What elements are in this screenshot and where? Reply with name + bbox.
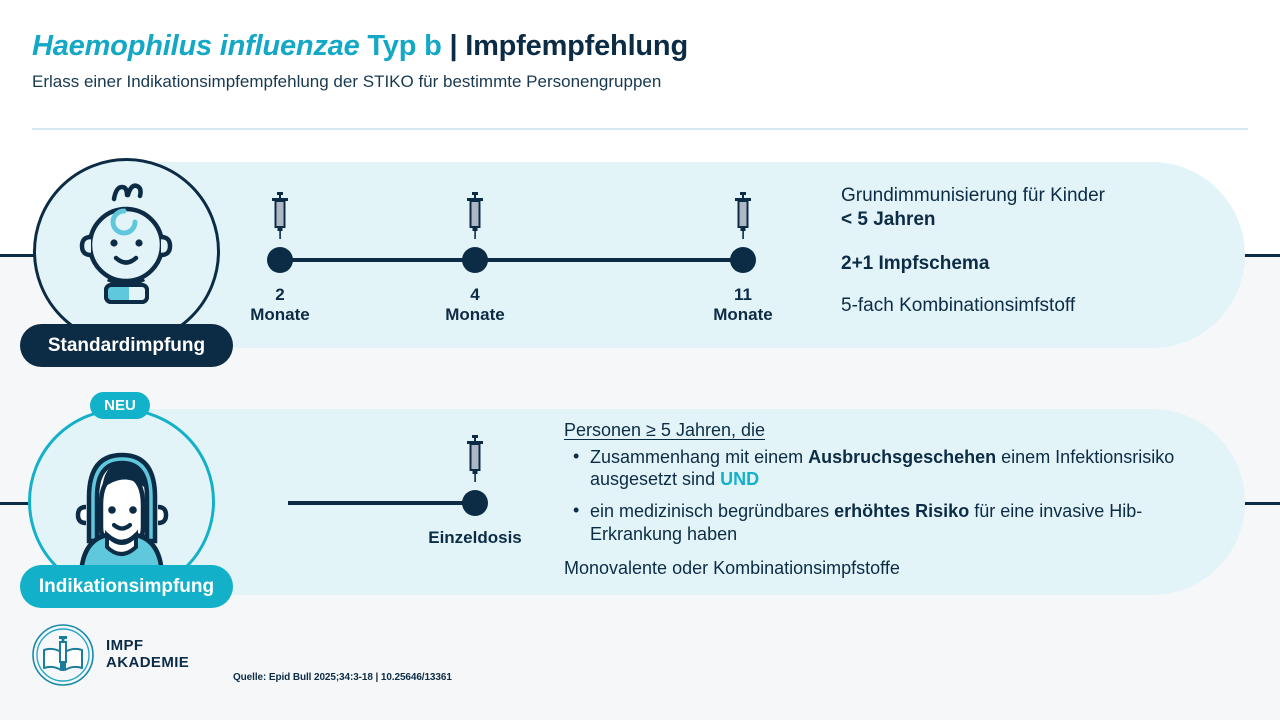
page-title: Haemophilus influenzae Typ b | Impfempfe… [32, 30, 1248, 63]
standard-text-plain: Grundimmunisierung für Kinder [841, 185, 1106, 206]
indikation-timeline-line [288, 501, 475, 505]
indikation-bullet-list: • Zusammenhang mit einem Ausbruchsgescheh… [564, 446, 1224, 546]
impf-akademie-book-syringe-icon [32, 624, 94, 686]
timeline-dot-2 [462, 247, 488, 273]
bullet2-post: für eine invasive Hib-Erkrankung haben [590, 501, 1143, 544]
syringe-icon [735, 192, 751, 239]
syringe-icon [467, 435, 483, 482]
woman-avatar-circle [28, 408, 215, 595]
badge-indikationsimpfung[interactable]: Indikationsimpfung [20, 565, 233, 608]
list-item: • Zusammenhang mit einem Ausbruchsgescheh… [564, 446, 1224, 491]
single-dose-dot [462, 490, 488, 516]
bullet2-pre: ein medizinisch begründbares [590, 501, 835, 522]
timeline-label-3: 11 Monate [673, 285, 813, 326]
bullet1-pre: Zusammenhang mit einem [590, 446, 809, 467]
timeline-label-unit: Monate [250, 305, 310, 325]
page-header: Haemophilus influenzae Typ b | Impfempfe… [32, 30, 1248, 92]
single-dose-label: Einzeldosis [428, 528, 522, 547]
timeline-dot-1 [267, 247, 293, 273]
standard-text-schema: 2+1 Impfschema [841, 252, 990, 274]
header-divider [32, 128, 1248, 130]
bullet2-bold: erhöhtes Risiko [834, 501, 970, 522]
standard-text-line-1: Grundimmunisierung für Kinder< 5 Jahren [841, 184, 1241, 232]
timeline-label-number: 4 [470, 285, 480, 304]
bullet-marker: • [573, 445, 580, 466]
bullet1-mid: einem Infektionsrisiko ausgesetzt sind [590, 446, 1175, 490]
indikation-heading: Personen ≥ 5 Jahren, die [564, 420, 766, 440]
bullet1-accent: UND [720, 469, 760, 490]
logo-line-1: IMPF [106, 637, 144, 655]
indikation-section-text: Personen ≥ 5 Jahren, die • Zusammenhang m… [564, 419, 1224, 580]
standard-section-panel [120, 162, 1245, 348]
syringe-icon [272, 192, 288, 239]
timeline-label-unit: Monate [445, 305, 505, 325]
baby-face-icon [79, 183, 173, 304]
title-type: Typ b [359, 30, 442, 62]
standard-timeline-line [280, 258, 743, 262]
baby-avatar-circle [33, 158, 220, 345]
standard-text-bold-age: < 5 Jahren [841, 208, 936, 230]
timeline-dot-3 [730, 247, 756, 273]
standard-section-text: Grundimmunisierung für Kinder< 5 Jahren … [841, 184, 1241, 318]
logo-line-2: AKADEMIE [106, 654, 190, 671]
bullet1-bold: Ausbruchsgeschehen [808, 446, 997, 467]
badge-neu[interactable]: NEU [90, 392, 150, 419]
timeline-label-number: 2 [275, 285, 285, 304]
impf-akademie-logo: IMPF AKADEMIE [30, 622, 189, 688]
timeline-label-number: 11 [734, 285, 752, 304]
standard-text-vaccine: 5-fach Kombinationsimfstoff [841, 295, 1076, 317]
timeline-label-unit: Monate [713, 305, 773, 325]
woman-face-icon [75, 452, 169, 582]
timeline-label-1: 2 Monate [210, 285, 350, 326]
timeline-label-2: 4 Monate [405, 285, 545, 326]
list-item: • ein medizinisch begründbares erhöhtes R… [564, 500, 1224, 545]
page-subtitle: Erlass einer Indikationsimpfempfehlung d… [32, 72, 662, 91]
source-citation: Quelle: Epid Bull 2025;34:3-18 | 10.2564… [233, 672, 452, 683]
indikation-footer-line: Monovalente oder Kombinationsimpfstoffe [564, 558, 900, 579]
syringe-icon [467, 192, 483, 239]
bullet-marker: • [573, 500, 580, 521]
badge-standardimpfung[interactable]: Standardimpfung [20, 324, 233, 367]
title-suffix: | Impfempfehlung [441, 30, 688, 62]
logo-wordmark: IMPF AKADEMIE [106, 637, 190, 672]
title-species: Haemophilus influenzae [32, 30, 360, 62]
